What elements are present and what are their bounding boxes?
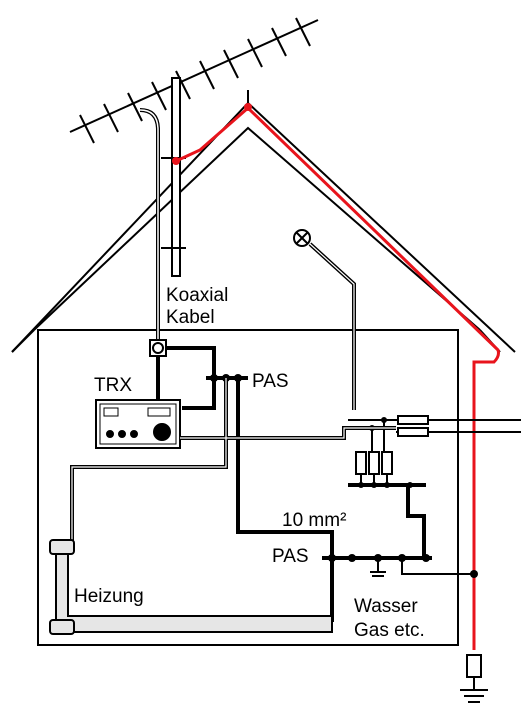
ground-electrode (460, 654, 488, 703)
trx-label: TRX (94, 375, 132, 396)
coax-label-line2: Kabel (166, 307, 215, 328)
water-ground-symbol (370, 558, 386, 577)
coax-label: Koaxial (166, 285, 228, 306)
trx-transceiver (95, 399, 181, 449)
yagi-antenna (69, 17, 319, 144)
roof-inner (33, 126, 481, 331)
lightning-conductor (173, 90, 500, 650)
lamp (293, 229, 311, 247)
bond-to-downconductor (401, 558, 474, 575)
antenna-mast (171, 77, 181, 277)
antenna-elements (79, 17, 311, 144)
pas-bottom-label: PAS (272, 546, 309, 567)
cross-section-label: 10 mm² (282, 510, 346, 531)
water-label: Wasser (354, 596, 418, 617)
coax-switch (149, 339, 167, 357)
lamp-wire (308, 242, 356, 410)
heating-label: Heizung (74, 586, 144, 607)
eave-left (11, 329, 35, 353)
antenna-boom (69, 19, 319, 133)
heating-pipe (49, 539, 333, 635)
house-wall (37, 329, 459, 646)
pas-top-label: PAS (252, 371, 289, 392)
ridge-point (244, 103, 252, 111)
gas-label: Gas etc. (354, 620, 425, 641)
